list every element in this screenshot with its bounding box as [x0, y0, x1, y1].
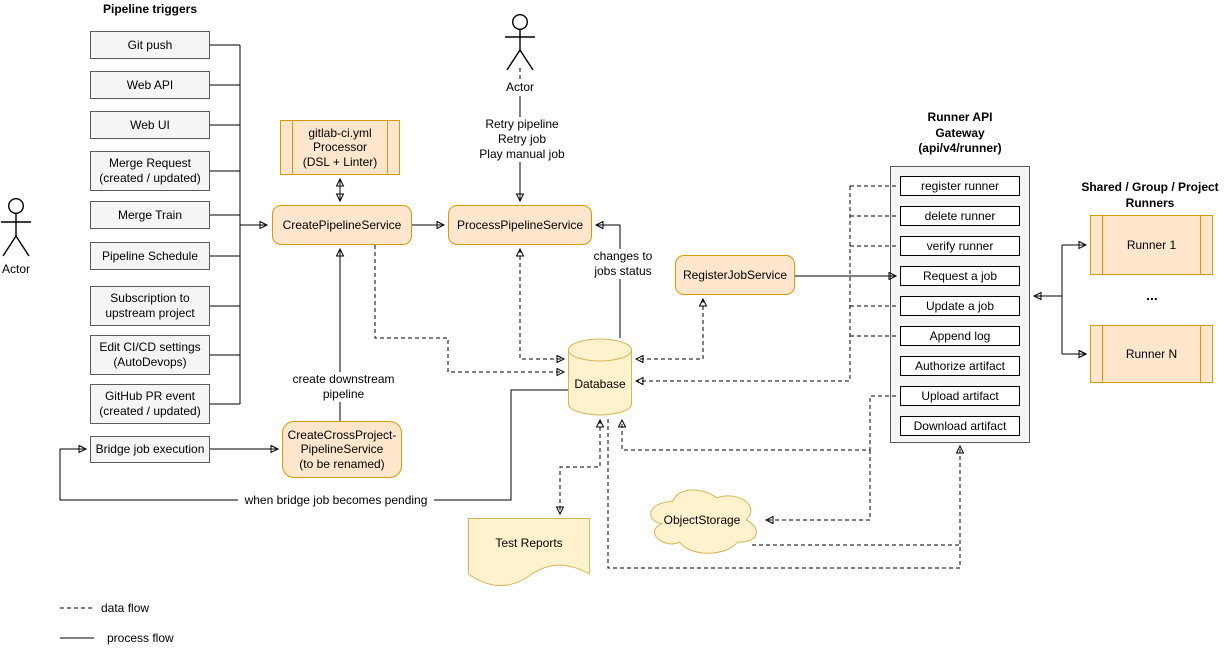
create-cross-project-pipeline-service: CreateCrossProject- PipelineService (to … [282, 421, 402, 478]
endpoint-download-artifact: Download artifact [900, 416, 1020, 436]
runner-api-gateway-title: Runner API Gateway (api/v4/runner) [918, 110, 1002, 156]
actor-left-icon [1, 197, 31, 257]
trigger-pipeline-schedule: Pipeline Schedule [90, 242, 210, 270]
trigger-merge-train: Merge Train [90, 201, 210, 229]
actor-left-label: Actor [1, 262, 30, 276]
label-retry-actions: Retry pipeline Retry job Play manual job [458, 117, 586, 162]
upload-artifact-to-database [622, 395, 896, 451]
endpoint-update-a-job: Update a job [900, 296, 1020, 316]
trigger-web-api: Web API [90, 71, 210, 99]
process-pipeline-database-bidirectional [520, 249, 564, 359]
legend-data-flow-label: data flow [101, 601, 150, 615]
endpoint-request-a-job: Request a job [900, 266, 1020, 286]
endpoint-delete-runner: delete runner [900, 206, 1020, 226]
trigger-github-pr-event: GitHub PR event (created / updated) [90, 384, 210, 424]
object-storage-label: ObjectStorage [663, 513, 741, 527]
endpoint-upload-artifact: Upload artifact [900, 386, 1020, 406]
database-to-download-artifact [607, 419, 960, 569]
test-reports-document [468, 518, 590, 587]
database-label: Database [574, 377, 626, 391]
create-pipeline-to-database [374, 245, 564, 372]
object-storage-cloud [650, 489, 757, 554]
trigger-edit-cicd-settings: Edit CI/CD settings (AutoDevops) [90, 335, 210, 375]
trigger-subscription-upstream: Subscription to upstream project [90, 286, 210, 326]
legend-process-flow-label: process flow [107, 631, 174, 645]
database-cylinder [568, 338, 632, 416]
actor-top-label: Actor [505, 80, 534, 94]
runners-title: Shared / Group / Project Runners [1081, 180, 1219, 210]
label-create-downstream-pipeline: create downstream pipeline [284, 372, 403, 402]
trigger-git-push: Git push [90, 31, 210, 59]
label-when-bridge-job-pending: when bridge job becomes pending [238, 493, 434, 508]
trigger-bus-stubs [210, 44, 240, 405]
runner-n: Runner N [1090, 325, 1213, 383]
database-to-process-changes [596, 225, 621, 338]
trigger-web-ui: Web UI [90, 111, 210, 139]
label-changes-to-jobs-status: changes to jobs status [585, 249, 661, 279]
endpoint-append-log: Append log [900, 326, 1020, 346]
gitlab-ci-yml-processor: gitlab-ci.yml Processor (DSL + Linter) [280, 120, 400, 175]
actor-top-icon [505, 13, 535, 71]
pipeline-triggers-title: Pipeline triggers [102, 2, 198, 16]
trigger-bridge-job-execution: Bridge job execution [90, 436, 210, 463]
runner-1: Runner 1 [1090, 215, 1213, 275]
registerjob-database-bidirectional [636, 299, 703, 359]
runners-junction [1034, 244, 1086, 354]
gateway-bus-to-database [636, 186, 851, 381]
endpoint-authorize-artifact: Authorize artifact [900, 356, 1020, 376]
database-testreports-bidirectional [560, 420, 600, 514]
gateway-bus-stubs [850, 185, 896, 337]
endpoint-verify-runner: verify runner [900, 236, 1020, 256]
create-pipeline-service: CreatePipelineService [272, 205, 412, 245]
test-reports-label: Test Reports [495, 536, 563, 550]
endpoint-register-runner: register runner [900, 176, 1020, 196]
trigger-merge-request: Merge Request (created / updated) [90, 151, 210, 191]
runners-ellipsis: ... [1146, 287, 1158, 303]
register-job-service: RegisterJobService [675, 255, 795, 295]
process-pipeline-service: ProcessPipelineService [448, 205, 592, 245]
upload-artifact-to-objectstorage [766, 450, 871, 520]
database-to-bridge-pending [59, 389, 568, 501]
